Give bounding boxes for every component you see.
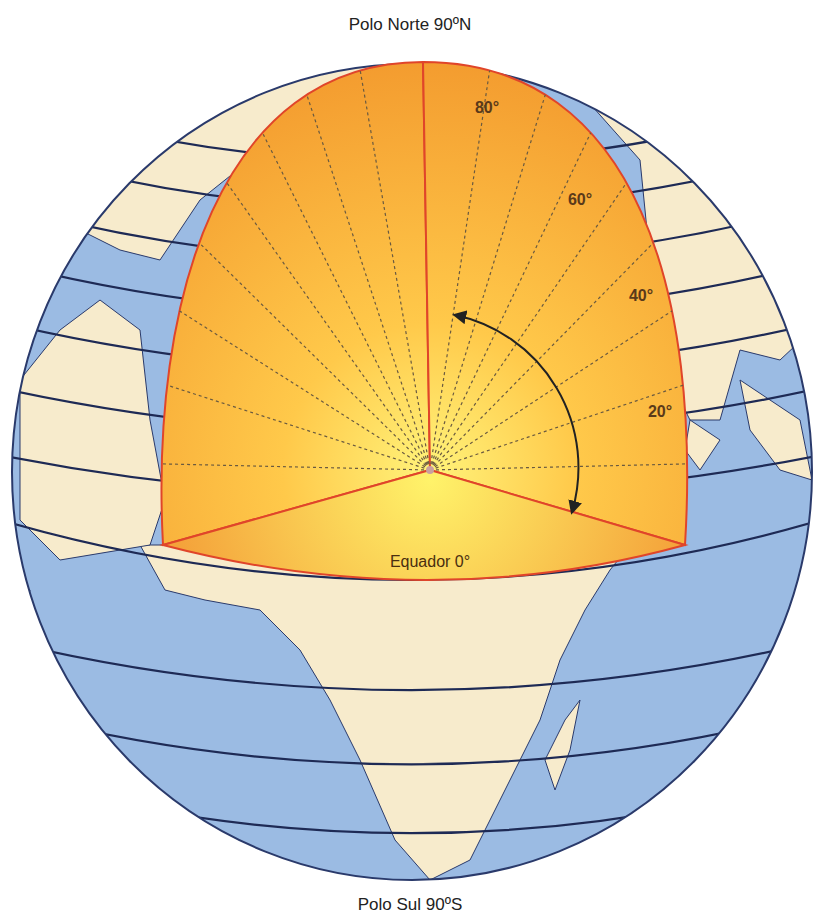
latitude-ray bbox=[162, 464, 430, 470]
latitude-ray bbox=[263, 133, 431, 470]
latitude-ray bbox=[430, 183, 627, 470]
latitude-line bbox=[0, 775, 821, 833]
degree-label: 40° bbox=[629, 287, 653, 305]
latitude-ray bbox=[430, 243, 653, 470]
degree-label: 20° bbox=[648, 403, 672, 421]
latitude-ray bbox=[430, 385, 683, 470]
cutaway-face-left bbox=[161, 62, 430, 545]
latitude-ray bbox=[430, 311, 672, 470]
latitude-ray bbox=[430, 464, 687, 470]
latitude-ray bbox=[180, 311, 431, 470]
latitude-rays bbox=[162, 71, 687, 471]
latitude-ray bbox=[430, 133, 591, 470]
angle-arrow bbox=[455, 315, 578, 512]
latitude-ray bbox=[199, 243, 430, 470]
earth-center bbox=[426, 466, 434, 474]
latitude-ray bbox=[360, 71, 430, 471]
degree-label: 60° bbox=[568, 191, 592, 209]
pole-label: Polo Sul 90ºS bbox=[358, 895, 463, 915]
latitude-ray bbox=[430, 71, 490, 471]
pole-label: Polo Norte 90ºN bbox=[349, 15, 471, 35]
latitude-ray bbox=[307, 95, 430, 470]
latitude-ray bbox=[167, 385, 430, 470]
degree-label: 80° bbox=[475, 99, 499, 117]
latitude-line bbox=[0, 640, 821, 690]
continents bbox=[0, 60, 812, 880]
latitude-ray bbox=[430, 95, 545, 470]
cutaway-face-right bbox=[423, 62, 687, 545]
latitude-ray bbox=[227, 183, 430, 470]
equator-plane bbox=[163, 470, 685, 580]
equator-label: Equador 0° bbox=[390, 553, 470, 571]
latitude-line bbox=[0, 835, 821, 897]
